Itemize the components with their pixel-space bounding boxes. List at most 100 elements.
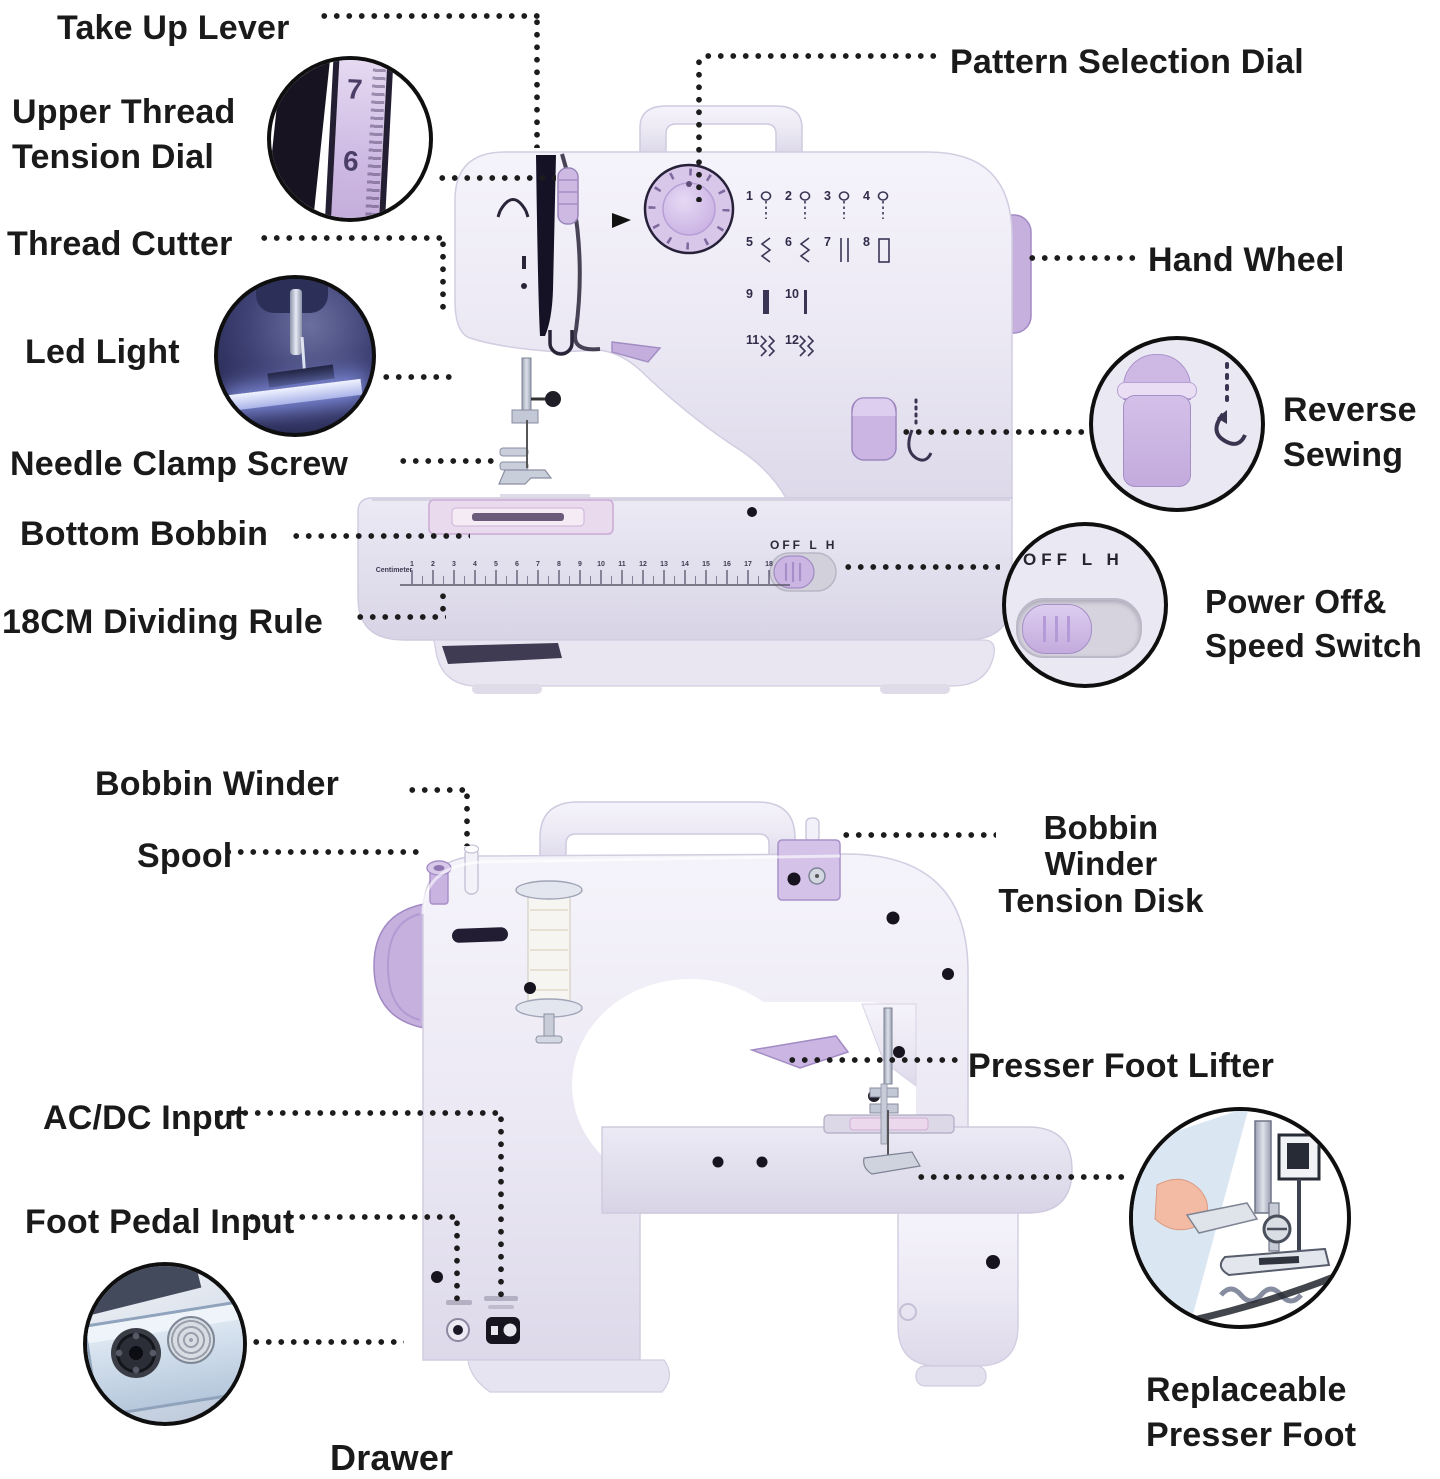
label-spool: Spool: [137, 837, 233, 875]
leader-dividing-rule-rise: [440, 590, 446, 617]
carry-handle-back: [539, 801, 796, 863]
leader-take-up-lever: [318, 13, 542, 19]
presser-foot-detail: [1133, 1111, 1341, 1325]
drawer-tray: [87, 1300, 243, 1418]
thread-guide-icon: [496, 198, 530, 218]
ruler-label: Centimeter: [376, 567, 413, 574]
stitch-number: 7: [824, 235, 831, 249]
presser-foot-back: [863, 1151, 921, 1175]
label-needle-clamp-screw: Needle Clamp Screw: [10, 445, 349, 483]
svg-text:18: 18: [765, 561, 773, 568]
svg-text:2: 2: [431, 561, 435, 568]
inset-led-light: [214, 275, 376, 437]
label-hand-wheel: Hand Wheel: [1148, 241, 1345, 279]
leader-thread-cutter: [258, 235, 446, 241]
leader-acdc-input: [214, 1110, 504, 1116]
leader-led-light: [380, 374, 456, 380]
leader-take-up-lever-drop: [534, 16, 540, 148]
svg-text:6: 6: [515, 561, 519, 568]
foot-pedal-port: [446, 1318, 470, 1342]
acdc-port: [486, 1317, 520, 1344]
screw-dots: [431, 911, 954, 1283]
power-switch-knob: [1022, 604, 1092, 654]
label-bottom-bobbin: Bottom Bobbin: [20, 515, 269, 553]
carry-handle: [639, 105, 803, 153]
leader-tension-disk: [840, 832, 996, 838]
front-view-machine: 1 2 3 4 5 6 7 8 9 10 11 12: [357, 105, 1032, 694]
label-led-light: Led Light: [25, 333, 180, 371]
label-upper-thread-tension-dial: Upper Thread Tension Dial: [12, 93, 236, 177]
leader-bobbin-winder-drop: [464, 790, 470, 846]
label-dividing-rule: 18CM Dividing Rule: [2, 603, 323, 641]
svg-text:4: 4: [473, 561, 477, 568]
stitch-number: 1: [746, 189, 753, 203]
bottom-bobbin-plate: [428, 494, 614, 535]
inset-drawer: [83, 1262, 247, 1426]
leader-needle-clamp-screw: [397, 458, 497, 464]
svg-text:3: 3: [452, 561, 456, 568]
pedestal-back: [897, 1212, 1019, 1367]
label-power-speed-switch: Power Off& Speed Switch: [1205, 583, 1422, 664]
take-up-lever-slot: [536, 155, 556, 336]
leader-tension-dial: [436, 175, 556, 181]
inset-replaceable-presser-foot: [1129, 1107, 1351, 1329]
upper-thread-tension-dial: [557, 167, 579, 225]
leader-presser-foot-lifter: [786, 1057, 964, 1063]
leader-spool: [222, 849, 422, 855]
label-reverse-sewing: Reverse Sewing: [1283, 391, 1417, 475]
base-plinth-front: [433, 639, 995, 687]
leader-replaceable-foot: [915, 1174, 1127, 1180]
reverse-button-body: [1123, 395, 1191, 487]
label-foot-pedal-input: Foot Pedal Input: [25, 1203, 295, 1241]
leader-bottom-bobbin: [290, 533, 470, 539]
hand-wheel-back: [373, 903, 425, 1029]
leader-foot-pedal-drop: [454, 1217, 460, 1307]
leader-pattern-dial-drop: [696, 56, 702, 202]
dial-number: 7: [346, 73, 364, 106]
svg-text:11: 11: [618, 561, 626, 568]
svg-text:1: 1: [410, 561, 414, 568]
label-replaceable-presser-foot: Replaceable Presser Foot: [1146, 1371, 1357, 1455]
reverse-hook-icon-large: [1214, 362, 1247, 446]
dial-number: 6: [342, 145, 360, 177]
leader-power-switch: [842, 564, 1000, 570]
svg-text:10: 10: [597, 561, 605, 568]
label-presser-foot-lifter: Presser Foot Lifter: [968, 1047, 1275, 1085]
svg-text:15: 15: [702, 561, 710, 568]
leader-bobbin-winder: [406, 787, 470, 793]
leader-reverse-sewing: [900, 429, 1086, 435]
power-switch-markings: OFF L H: [1023, 550, 1124, 569]
stitch-number: 4: [863, 189, 870, 203]
presser-foot-lifter-front: [611, 341, 662, 363]
label-thread-cutter: Thread Cutter: [7, 225, 233, 263]
svg-text:9: 9: [578, 561, 582, 568]
u-guide-icon: [548, 330, 574, 356]
leader-hand-wheel: [1026, 255, 1138, 261]
inset-dial-shadow: [271, 60, 331, 218]
stitch-number: 11: [746, 333, 759, 347]
label-bobbin-winder-tension-disk: Bobbin Winder Tension Disk: [998, 809, 1204, 919]
dividing-rule: Centimeter 1 2 3 4 5 6 7 8 9 10 11 12 13…: [376, 561, 790, 586]
inset-reverse-sewing: [1089, 336, 1265, 512]
svg-text:7: 7: [536, 561, 540, 568]
presser-foot-front: [498, 469, 553, 485]
svg-text:14: 14: [681, 561, 689, 568]
dial-pointer-arrow: [612, 213, 631, 228]
leader-acdc-input-drop: [498, 1113, 504, 1303]
switch-markings: OFF L H: [770, 538, 837, 552]
svg-text:5: 5: [494, 561, 498, 568]
leader-thread-cutter-drop: [440, 238, 446, 314]
power-switch-track: [1016, 598, 1142, 658]
base-slot: [442, 643, 562, 664]
bobbin-dark: [111, 1328, 161, 1378]
bobbin-silver: [167, 1316, 215, 1364]
label-acdc-input: AC/DC Input: [43, 1099, 246, 1137]
reverse-hook-icon: [907, 429, 933, 462]
needle-clamp-screw: [545, 391, 561, 407]
bobbin-winder-pin: [463, 844, 480, 895]
leader-drawer: [250, 1339, 404, 1345]
stitch-number: 2: [785, 189, 792, 203]
svg-text:12: 12: [639, 561, 647, 568]
leader-foot-pedal-input: [246, 1214, 458, 1220]
label-drawer: Drawer: [330, 1437, 454, 1478]
